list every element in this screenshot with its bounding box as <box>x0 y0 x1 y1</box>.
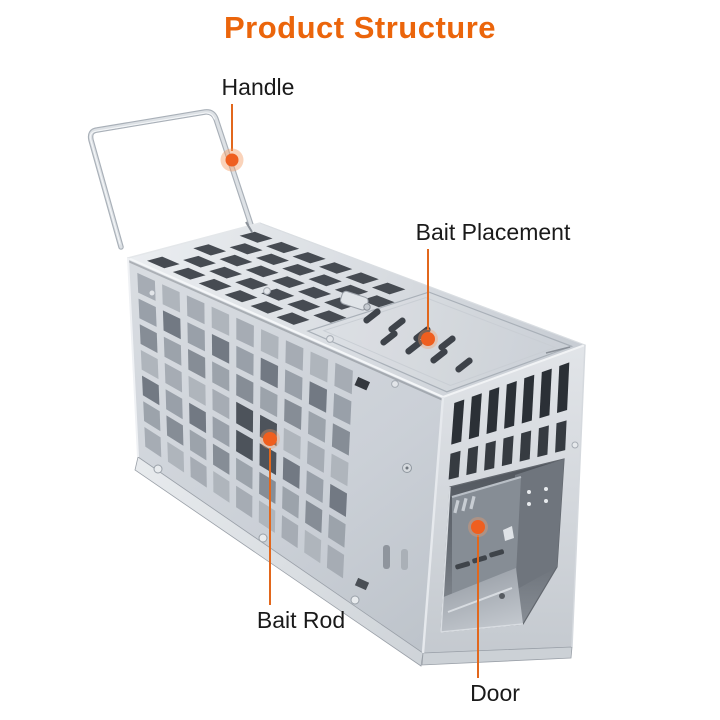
handle-wire <box>87 109 256 250</box>
callout-handle <box>220 104 244 172</box>
bait-rod-label: Bait Rod <box>256 607 346 633</box>
page-title: Product Structure <box>223 10 497 45</box>
door-back-wall <box>512 459 564 592</box>
front-mesh-holes <box>137 272 353 579</box>
bait-placement-label: Bait Placement <box>415 219 571 245</box>
bottom-rails <box>134 456 573 667</box>
callout-bait-rod <box>260 429 280 605</box>
door-label: Door <box>470 680 520 706</box>
callout-dot <box>471 520 485 534</box>
front-face-details <box>148 287 579 591</box>
callout-dot <box>263 432 277 446</box>
cage-edges <box>127 221 586 654</box>
door-peek-hole <box>503 526 514 541</box>
end-vent-slots <box>448 362 570 480</box>
callouts <box>220 104 488 678</box>
callout-dot <box>225 153 239 167</box>
bait-placement-slots <box>363 308 473 373</box>
bait-plate-latch <box>340 290 571 354</box>
door-opening <box>440 458 565 633</box>
callout-bait-placement <box>418 249 438 349</box>
callout-dot <box>421 332 435 346</box>
callout-door <box>468 517 488 678</box>
handle-label: Handle <box>221 74 295 100</box>
